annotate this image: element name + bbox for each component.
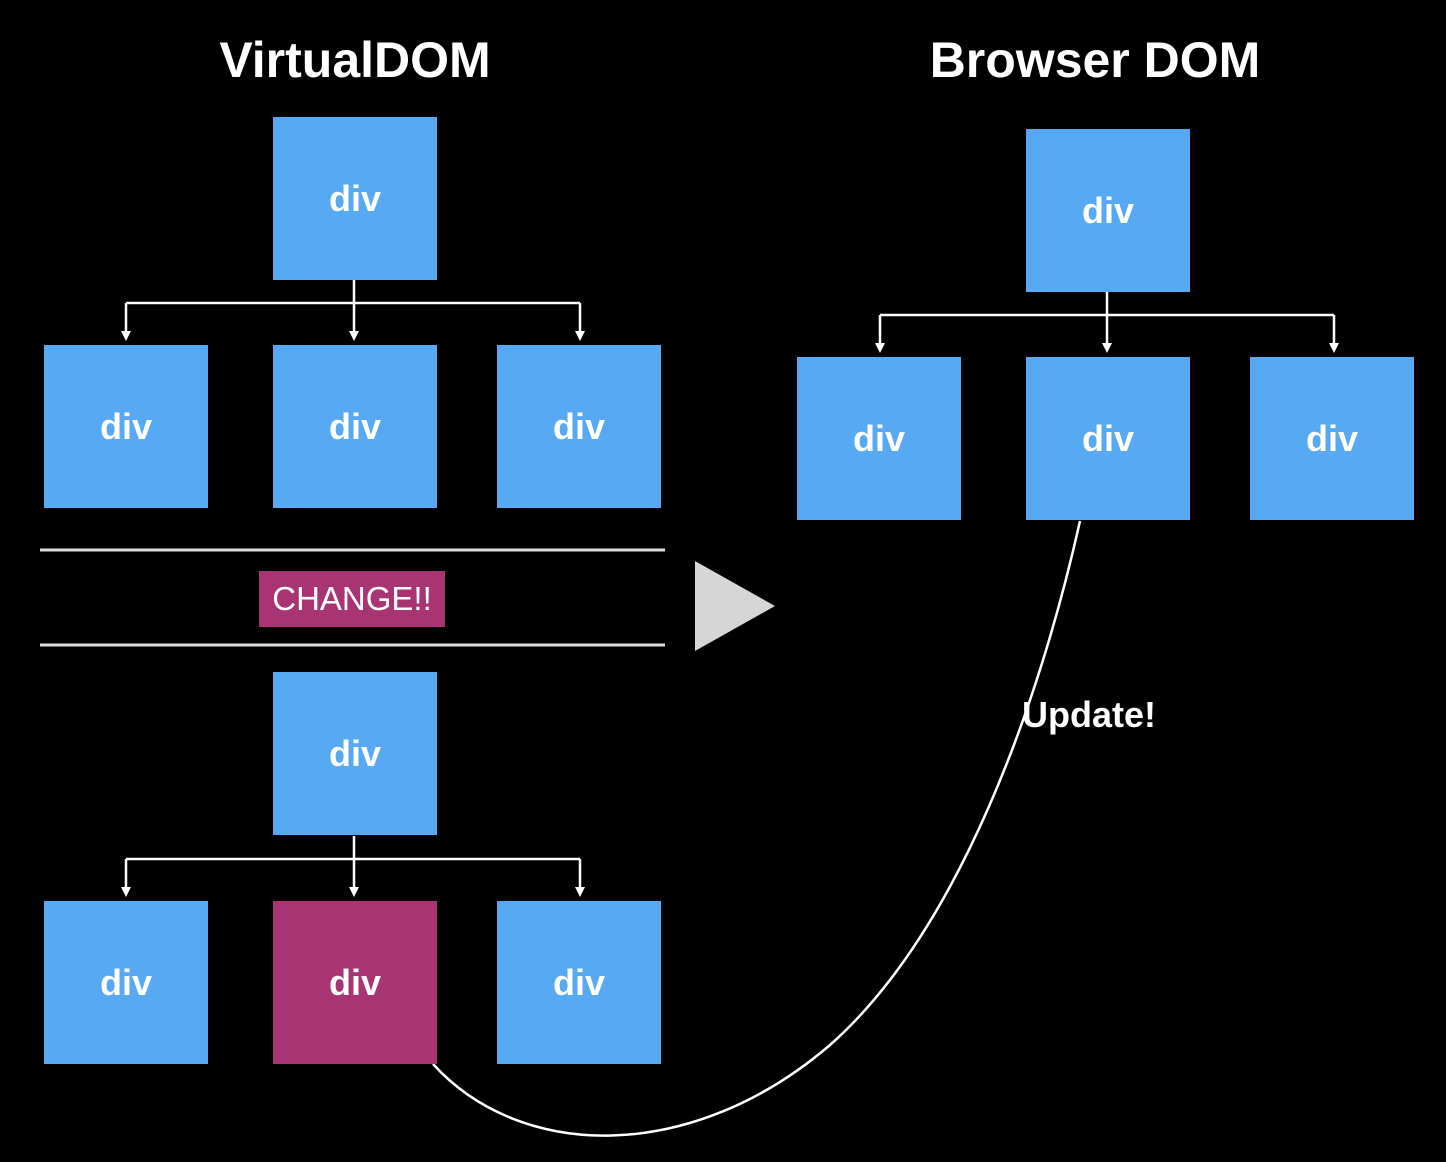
- update-label: Update!: [1022, 694, 1156, 735]
- play-icon[interactable]: [694, 560, 776, 652]
- browser-root-node: div: [1026, 129, 1190, 292]
- browser-child-node-3: div: [1250, 357, 1414, 520]
- virtual-after-tree-lines: [121, 836, 585, 897]
- virtual-before-tree-lines: [121, 280, 585, 341]
- virtual-before-child-node-3: div: [497, 345, 661, 508]
- browser-child-node-1: div: [797, 357, 961, 520]
- update-curve: [432, 520, 1082, 1137]
- change-badge: CHANGE!!: [259, 571, 445, 627]
- virtual-after-child-node-1: div: [44, 901, 208, 1064]
- browser-child-node-2: div: [1026, 357, 1190, 520]
- virtual-after-child-node-2: div: [273, 901, 437, 1064]
- virtual-before-root-node: div: [273, 117, 437, 280]
- browser-dom-title: Browser DOM: [929, 32, 1261, 88]
- virtual-before-child-node-1: div: [44, 345, 208, 508]
- virtual-after-root-node: div: [273, 672, 437, 835]
- virtual-before-child-node-2: div: [273, 345, 437, 508]
- virtualdom-title: VirtualDOM: [219, 32, 491, 88]
- virtual-after-child-node-3: div: [497, 901, 661, 1064]
- browser-tree-lines: [875, 292, 1339, 353]
